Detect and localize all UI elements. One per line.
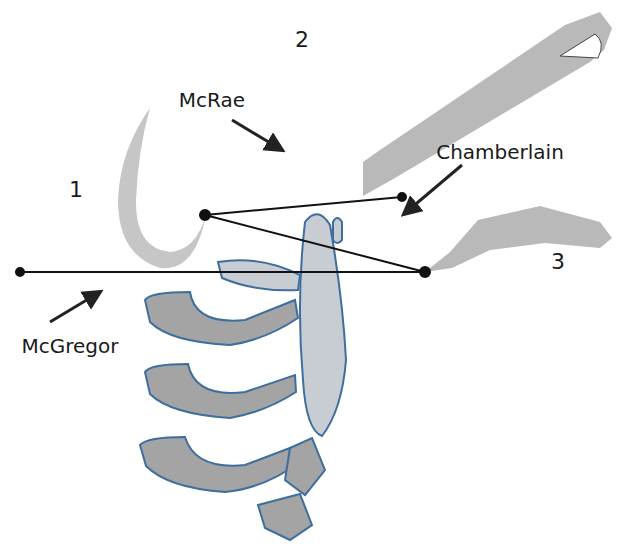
chamberlain-line	[205, 215, 425, 272]
mcrae-line	[205, 197, 402, 215]
landmark-dot	[16, 268, 24, 276]
anterior-arch	[218, 260, 300, 290]
c3-lamina	[140, 437, 300, 492]
callout-number: 2	[295, 28, 309, 52]
mcgregor-line	[20, 271, 425, 273]
leader-arrow	[50, 292, 100, 322]
c3-body	[285, 438, 325, 495]
line-name: McRae	[179, 89, 245, 111]
clivus-band	[363, 12, 612, 196]
leader-arrow	[232, 120, 282, 150]
axis-lamina	[145, 364, 296, 418]
occipital-bone	[118, 108, 206, 268]
landmark-dot	[200, 210, 210, 220]
landmark-dot	[398, 193, 406, 201]
callout-number: 3	[551, 250, 565, 274]
c4-body	[258, 494, 312, 540]
atlas-tubercle	[333, 218, 342, 243]
leader-arrow	[404, 165, 462, 214]
atlas-posterior-arch	[145, 292, 298, 345]
odontoid-axis	[300, 214, 346, 436]
callout-number: 1	[69, 178, 83, 202]
line-name: Chamberlain	[436, 141, 564, 163]
landmark-dot	[420, 267, 430, 277]
hard-palate	[425, 206, 612, 272]
line-name: McGregor	[22, 335, 119, 357]
band-notch	[560, 34, 601, 58]
